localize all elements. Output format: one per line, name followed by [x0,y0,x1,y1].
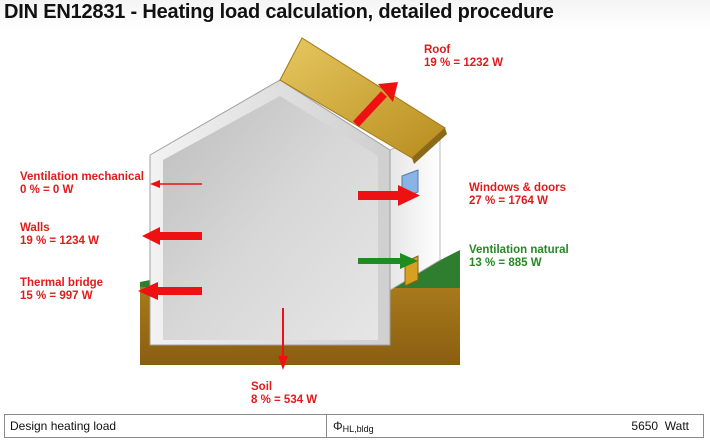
roof-label: Roof 19 % = 1232 W [424,44,503,70]
soil-label-value: 8 % = 534 W [251,394,318,406]
windows-doors-name: Windows & doors [469,182,567,194]
ventilation-natural-value: 13 % = 885 W [469,257,542,269]
roof-label-name: Roof [424,44,451,56]
ventilation-mechanical-arrowhead [150,180,160,188]
ventilation-mechanical-name: Ventilation mechanical [20,171,144,183]
summary-value-unit: Watt [664,419,689,433]
thermal-bridge-value: 15 % = 997 W [20,290,93,302]
roof [276,37,447,164]
walls-label: Walls 19 % = 1234 W [20,222,99,248]
soil-label: Soil 8 % = 534 W [251,381,317,407]
thermal-bridge-name: Thermal bridge [20,277,104,289]
walls-label-name: Walls [20,222,50,234]
ventilation-mechanical-value: 0 % = 0 W [20,184,74,196]
thermal-bridge-arrowhead [138,282,158,300]
walls-arrow [158,232,202,240]
house-section [149,79,391,346]
ventilation-natural-arrowhead [400,253,418,269]
summary-value: 5650 Watt [631,415,703,437]
soil-arrow [278,308,288,370]
thermal-bridge-label: Thermal bridge 15 % = 997 W [20,277,103,303]
walls-label-value: 19 % = 1234 W [20,235,99,247]
windows-doors-value: 27 % = 1764 W [469,195,548,207]
ventilation-natural-name: Ventilation natural [469,244,569,256]
ventilation-natural-arrow [358,258,402,264]
roof-arrow [353,82,398,127]
summary-symbol-sub: HL,bldg [342,424,374,434]
summary-symbol-main: Φ [333,419,343,433]
ventilation-natural-label: Ventilation natural 13 % = 885 W [469,244,569,270]
summary-label: Design heating load [5,415,327,437]
walls-arrowhead [142,227,160,245]
title-bar [0,0,710,30]
roof-label-value: 19 % = 1232 W [424,57,503,69]
soil-label-name: Soil [251,381,273,393]
windows-doors-label: Windows & doors 27 % = 1764 W [469,182,566,208]
arrows [138,82,420,370]
page-title: DIN EN12831 - Heating load calculation, … [4,1,554,23]
house-diagram [138,37,460,370]
thermal-bridge-arrow [156,287,202,295]
windows-doors-arrowhead [398,185,420,206]
summary-value-number: 5650 [631,419,659,433]
ventilation-mechanical-label: Ventilation mechanical 0 % = 0 W [20,171,144,197]
windows-doors-arrow [358,191,400,200]
